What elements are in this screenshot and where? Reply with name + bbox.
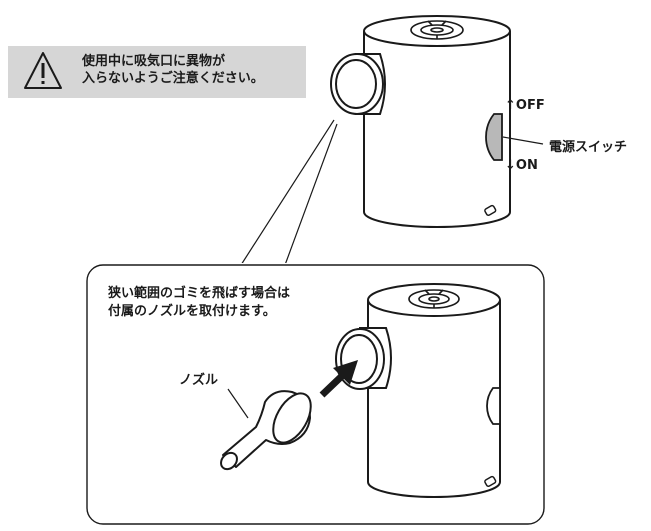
- device-body: [363, 31, 511, 228]
- power-switch-label: 電源スイッチ: [549, 140, 628, 155]
- bottom-port-icon: [484, 204, 497, 216]
- on-label: ↓ON: [505, 158, 538, 173]
- bottom-port-icon-inset: [484, 475, 497, 487]
- down-arrow-icon: ↓: [505, 158, 516, 173]
- nozzle: [220, 390, 312, 471]
- inset-line-1: 狭い範囲のゴミを飛ばす場合は: [108, 286, 291, 301]
- device-top-view: [363, 15, 511, 228]
- inset-description: 狭い範囲のゴミを飛ばす場合は 付属のノズルを取付けます。: [108, 285, 290, 321]
- zoom-callout-lines: [240, 119, 338, 266]
- power-switch-inset: [486, 387, 501, 425]
- warning-line-1: 使用中に吸気口に異物が: [82, 54, 226, 69]
- intake-port-inset: [335, 327, 392, 390]
- on-text: ON: [515, 158, 538, 173]
- device-top-ellipse: [363, 15, 511, 47]
- up-arrow-icon: ↑: [505, 98, 516, 113]
- switch-leader-line: [502, 136, 544, 145]
- intake-port: [330, 53, 386, 115]
- air-vent-top: [410, 20, 464, 40]
- device-inset-view: [367, 283, 501, 498]
- warning-line-2: 入らないようご注意ください。: [82, 71, 264, 86]
- insert-arrow: [319, 360, 358, 398]
- warning-icon-overlay: [24, 52, 62, 89]
- air-vent-inset: [408, 289, 460, 309]
- warning-box: [8, 46, 306, 98]
- off-label: ↑OFF: [505, 98, 545, 113]
- power-switch: [485, 113, 503, 161]
- nozzle-leader-line: [227, 388, 249, 419]
- nozzle-label: ノズル: [179, 373, 219, 388]
- off-text: OFF: [515, 98, 545, 113]
- warning-text: 使用中に吸気口に異物が 入らないようご注意ください。: [82, 53, 264, 87]
- inset-line-2: 付属のノズルを取付けます。: [108, 304, 276, 319]
